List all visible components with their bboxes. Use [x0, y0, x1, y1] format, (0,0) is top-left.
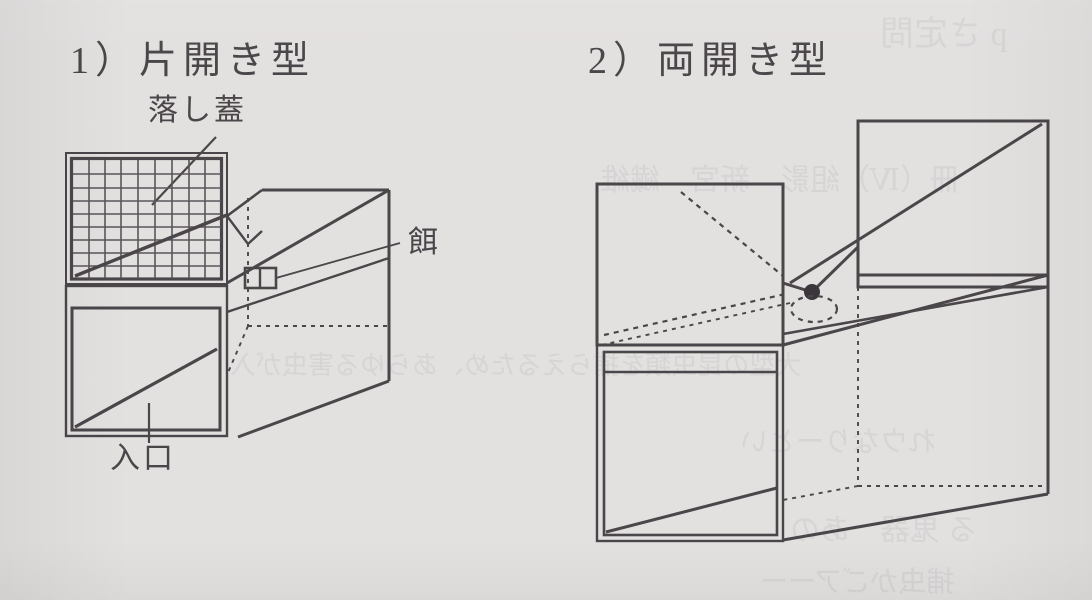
- label-drop-lid: 落し蓋: [148, 94, 247, 127]
- leader-drop-lid: [151, 136, 217, 206]
- left-lid-panel: [595, 182, 785, 347]
- mesh-grid: [73, 160, 221, 278]
- trap-body-perspective: [226, 188, 391, 439]
- label-entrance: 入口: [110, 442, 176, 475]
- right-lid-panel: [789, 119, 1050, 289]
- trap-body-perspective-2: [596, 121, 1050, 542]
- mesh-lid-panel: [65, 152, 228, 285]
- pivot-dot: [804, 284, 820, 300]
- pivot-hole: [789, 294, 839, 324]
- figure-2-title: 2）両開き型: [588, 40, 834, 82]
- entrance-panel-2: [595, 343, 785, 543]
- figure-1-title: 1）片開き型: [70, 40, 316, 82]
- entrance-panel: [64, 284, 229, 438]
- figure-two-way-trap: [595, 119, 1050, 543]
- label-bait: 餌: [408, 226, 441, 259]
- leader-bait: [275, 242, 401, 279]
- figure-one-way-trap: [64, 136, 401, 443]
- lid-linkage: [782, 245, 860, 294]
